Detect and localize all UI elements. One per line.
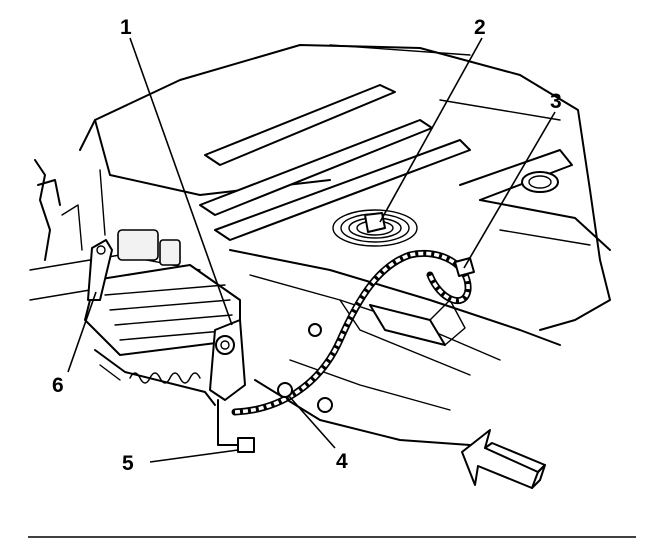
callout-4: 4 xyxy=(336,450,348,473)
callout-1: 1 xyxy=(120,16,132,39)
callout-6: 6 xyxy=(52,374,64,397)
parking-brake-pedal-assembly xyxy=(34,159,246,406)
front-direction-arrow-icon xyxy=(461,429,546,489)
floor-pan xyxy=(29,44,611,446)
callout-2: 2 xyxy=(474,16,486,39)
callout-leader-lines xyxy=(67,37,556,463)
callout-5: 5 xyxy=(122,452,134,475)
callout-3: 3 xyxy=(550,90,562,113)
callout-labels: 1 2 3 4 5 6 xyxy=(52,16,562,475)
